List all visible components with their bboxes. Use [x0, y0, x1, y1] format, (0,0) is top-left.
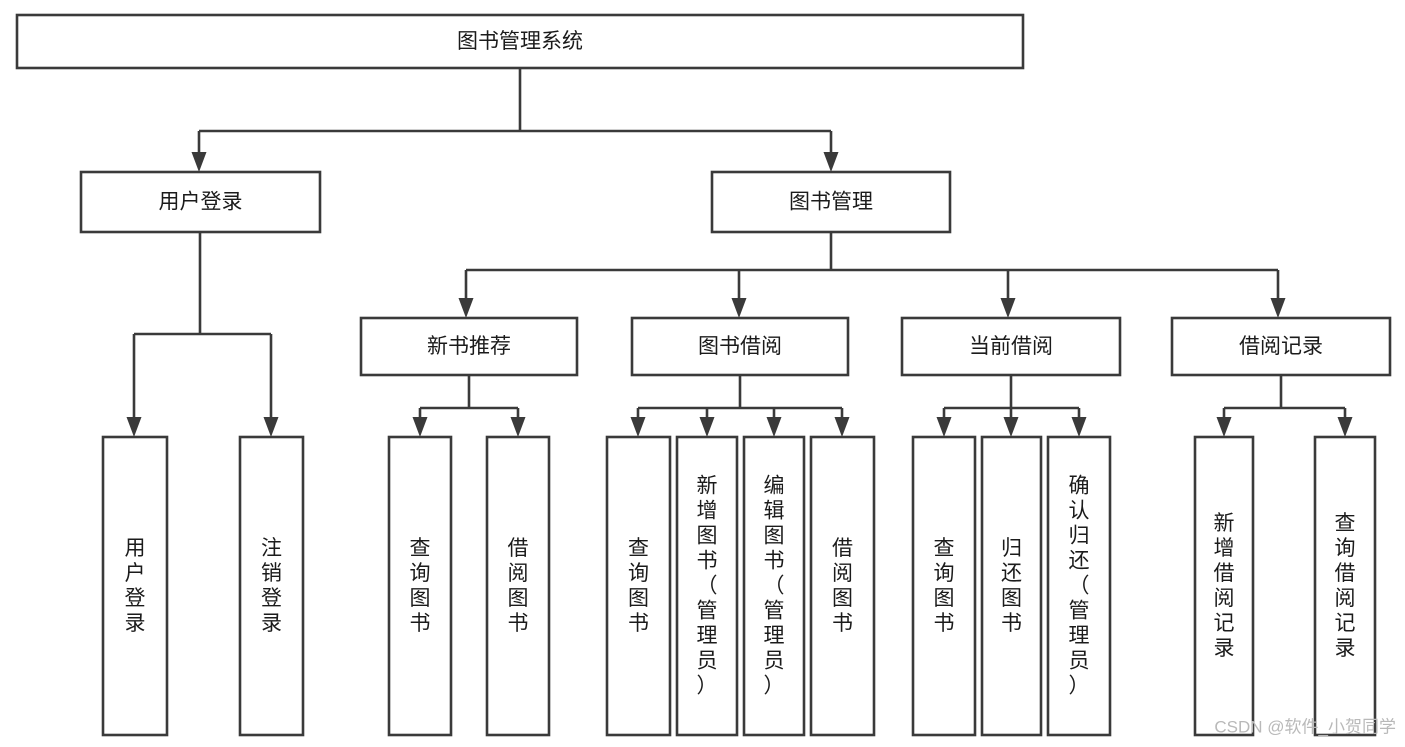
node-book-borrow[interactable]: 图书借阅 [630, 316, 850, 377]
node-label-leaf-query-borrow-record: 查询借阅记录 [1335, 512, 1356, 660]
arrow-head-icon [731, 298, 747, 318]
node-leaf-add-book[interactable]: 新增图书（管理员） [675, 435, 739, 737]
connectors-layer [126, 68, 1353, 437]
node-label-leaf-borrow-book-recommend: 借阅图书 [508, 537, 529, 635]
node-box-leaf-logout[interactable] [238, 435, 305, 737]
arrow-head-icon [766, 417, 782, 437]
node-borrow-record[interactable]: 借阅记录 [1170, 316, 1392, 377]
arrow-head-icon [1270, 298, 1286, 318]
node-leaf-confirm-return[interactable]: 确认归还（管理员） [1046, 435, 1112, 737]
node-label-leaf-confirm-return: 确认归还（管理员） [1069, 475, 1090, 698]
arrow-head-icon [823, 152, 839, 172]
connector-group-book-management-to-level3 [458, 232, 1286, 318]
node-label-leaf-query-book-current: 查询图书 [934, 537, 955, 635]
node-label-leaf-query-book-borrow: 查询图书 [628, 537, 649, 635]
node-leaf-edit-book[interactable]: 编辑图书（管理员） [742, 435, 806, 737]
arrow-head-icon [1337, 417, 1353, 437]
node-box-leaf-query-book-current[interactable] [911, 435, 977, 737]
node-leaf-query-book-borrow[interactable]: 查询图书 [605, 435, 672, 737]
node-box-leaf-query-book-borrow[interactable] [605, 435, 672, 737]
node-box-leaf-return-book[interactable] [980, 435, 1043, 737]
node-label-leaf-user-login: 用户登录 [125, 537, 146, 635]
node-user-login[interactable]: 用户登录 [79, 170, 322, 234]
node-label-root: 图书管理系统 [457, 30, 583, 53]
node-current-borrow[interactable]: 当前借阅 [900, 316, 1122, 377]
node-book-management[interactable]: 图书管理 [710, 170, 952, 234]
node-box-root[interactable] [15, 13, 1025, 70]
node-label-leaf-logout: 注销登录 [261, 537, 282, 635]
node-box-leaf-user-login[interactable] [101, 435, 169, 737]
node-leaf-add-borrow-record[interactable]: 新增借阅记录 [1193, 435, 1255, 737]
arrow-head-icon [263, 417, 279, 437]
arrow-head-icon [630, 417, 646, 437]
node-label-leaf-edit-book: 编辑图书（管理员） [764, 475, 785, 698]
node-label-current-borrow: 当前借阅 [969, 335, 1053, 358]
node-box-leaf-borrow-book[interactable] [809, 435, 876, 737]
node-leaf-borrow-book[interactable]: 借阅图书 [809, 435, 876, 737]
arrow-head-icon [936, 417, 952, 437]
node-leaf-query-book-recommend[interactable]: 查询图书 [387, 435, 453, 737]
connector-group-current-borrow-to-leaves [936, 375, 1087, 437]
arrow-head-icon [1216, 417, 1232, 437]
node-leaf-query-book-current[interactable]: 查询图书 [911, 435, 977, 737]
node-box-user-login[interactable] [79, 170, 322, 234]
arrow-head-icon [699, 417, 715, 437]
arrow-head-icon [412, 417, 428, 437]
node-label-book-borrow: 图书借阅 [698, 335, 782, 358]
node-box-book-borrow[interactable] [630, 316, 850, 377]
node-box-leaf-borrow-book-recommend[interactable] [485, 435, 551, 737]
nodes-layer: 图书管理系统用户登录图书管理新书推荐图书借阅当前借阅借阅记录用户登录注销登录查询… [15, 13, 1392, 737]
node-box-new-book-recommend[interactable] [359, 316, 579, 377]
node-label-leaf-add-borrow-record: 新增借阅记录 [1214, 512, 1235, 660]
node-label-leaf-return-book: 归还图书 [1001, 537, 1022, 635]
node-leaf-borrow-book-recommend[interactable]: 借阅图书 [485, 435, 551, 737]
node-label-borrow-record: 借阅记录 [1239, 335, 1323, 358]
node-box-leaf-confirm-return[interactable] [1046, 435, 1112, 737]
node-box-leaf-query-borrow-record[interactable] [1313, 435, 1377, 737]
node-root[interactable]: 图书管理系统 [15, 13, 1025, 70]
node-label-book-management: 图书管理 [789, 191, 873, 214]
connector-group-root-to-level2 [191, 68, 839, 172]
node-box-leaf-add-book[interactable] [675, 435, 739, 737]
arrow-head-icon [458, 298, 474, 318]
node-leaf-return-book[interactable]: 归还图书 [980, 435, 1043, 737]
connector-group-borrow-record-to-leaves [1216, 375, 1353, 437]
node-label-leaf-add-book: 新增图书（管理员） [697, 475, 718, 698]
connector-group-new-book-recommend-to-leaves [412, 375, 526, 437]
connector-group-user-login-to-leaves [126, 232, 279, 437]
node-leaf-logout[interactable]: 注销登录 [238, 435, 305, 737]
node-label-leaf-query-book-recommend: 查询图书 [410, 537, 431, 635]
node-label-leaf-borrow-book: 借阅图书 [832, 537, 853, 635]
node-box-borrow-record[interactable] [1170, 316, 1392, 377]
node-leaf-user-login[interactable]: 用户登录 [101, 435, 169, 737]
node-label-new-book-recommend: 新书推荐 [427, 335, 511, 358]
node-box-leaf-add-borrow-record[interactable] [1193, 435, 1255, 737]
node-box-leaf-query-book-recommend[interactable] [387, 435, 453, 737]
arrow-head-icon [1000, 298, 1016, 318]
arrow-head-icon [834, 417, 850, 437]
node-box-book-management[interactable] [710, 170, 952, 234]
arrow-head-icon [191, 152, 207, 172]
arrow-head-icon [126, 417, 142, 437]
csdn-watermark: CSDN @软件_小贺同学 [1214, 717, 1396, 736]
arrow-head-icon [1071, 417, 1087, 437]
arrow-head-icon [1003, 417, 1019, 437]
arrow-head-icon [510, 417, 526, 437]
node-label-user-login: 用户登录 [159, 191, 243, 214]
node-leaf-query-borrow-record[interactable]: 查询借阅记录 [1313, 435, 1377, 737]
node-box-current-borrow[interactable] [900, 316, 1122, 377]
node-new-book-recommend[interactable]: 新书推荐 [359, 316, 579, 377]
connector-group-book-borrow-to-leaves [630, 375, 850, 437]
node-box-leaf-edit-book[interactable] [742, 435, 806, 737]
